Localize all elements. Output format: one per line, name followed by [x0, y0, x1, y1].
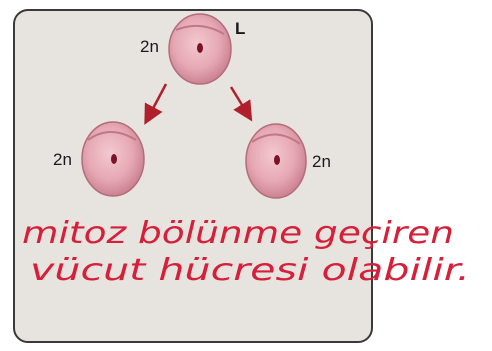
right-arrow — [229, 86, 253, 122]
left-ploidy-label: 2n — [53, 150, 72, 169]
parent-ploidy-label: 2n — [140, 37, 159, 56]
left-arrow — [144, 83, 168, 125]
daughter-cell-right — [245, 123, 307, 199]
parent-cell — [168, 13, 232, 85]
daughter-cell-left — [81, 121, 145, 197]
handwritten-note-line-2: vücut hücresi olabilir. — [30, 253, 470, 288]
right-nucleus — [274, 155, 280, 165]
handwritten-note-line-1: mitoz bölünme geçiren — [22, 216, 454, 251]
diagram-panel — [13, 9, 373, 343]
parent-cell-letter: L — [235, 19, 245, 38]
right-ploidy-label: 2n — [312, 152, 331, 171]
parent-nucleus — [197, 43, 203, 53]
left-nucleus — [111, 154, 117, 164]
